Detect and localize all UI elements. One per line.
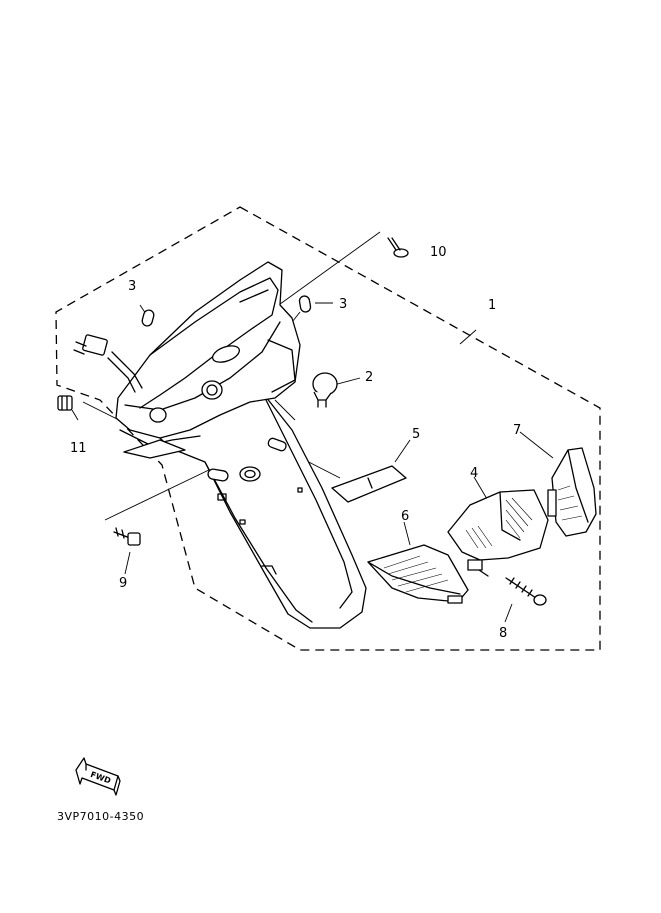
assembly-boundary bbox=[55, 206, 601, 651]
callout-1: 1 bbox=[488, 298, 496, 313]
callout-8: 8 bbox=[499, 626, 507, 641]
part-bulb-small-right bbox=[298, 295, 312, 313]
part-turn-signal-left bbox=[367, 544, 469, 604]
callout-labels: 1 2 3 3 4 5 6 7 8 9 10 11 bbox=[70, 245, 521, 641]
part-screw bbox=[505, 577, 547, 606]
callout-10: 10 bbox=[430, 245, 447, 260]
wiring-harness bbox=[73, 334, 143, 393]
forward-direction-arrow: FWD bbox=[75, 757, 121, 796]
callout-11: 11 bbox=[70, 441, 87, 456]
part-bulb-small-left bbox=[141, 309, 155, 327]
callout-9: 9 bbox=[119, 576, 127, 591]
callout-2: 2 bbox=[365, 370, 373, 385]
part-turn-signal-right bbox=[547, 447, 597, 537]
part-bulb bbox=[312, 372, 338, 408]
part-tail-lamp-lens bbox=[447, 489, 549, 577]
part-reflector bbox=[331, 465, 407, 503]
part-grommet bbox=[57, 395, 73, 411]
lamp-housing bbox=[115, 261, 301, 459]
callout-3-left: 3 bbox=[128, 279, 136, 294]
callout-7: 7 bbox=[513, 423, 521, 438]
rear-fender bbox=[139, 391, 367, 629]
part-clip bbox=[387, 237, 409, 258]
callout-6: 6 bbox=[401, 509, 409, 524]
diagram-part-number: 3VP7010-4350 bbox=[57, 810, 144, 823]
part-bolt bbox=[113, 527, 141, 546]
callout-3-right: 3 bbox=[339, 297, 347, 312]
callout-5: 5 bbox=[412, 427, 420, 442]
callout-4: 4 bbox=[470, 466, 478, 481]
